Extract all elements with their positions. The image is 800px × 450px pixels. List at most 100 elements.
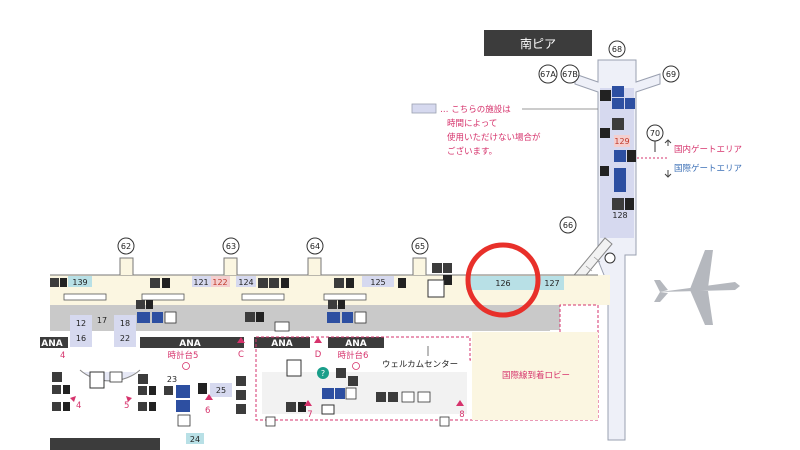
room-18-22-box: [114, 315, 136, 347]
shop-icon: [136, 300, 145, 309]
shop-icon: [258, 278, 268, 288]
shop-icon: [50, 278, 59, 287]
room-24: 24: [190, 435, 200, 444]
svg-text:66: 66: [563, 221, 573, 230]
svg-text:68: 68: [612, 45, 622, 54]
zone-arrows: [664, 139, 672, 178]
mail-icon: [321, 404, 335, 415]
shop-icon: [612, 198, 624, 210]
phone-icon: [600, 128, 610, 138]
room-12: 12: [76, 319, 86, 328]
shop-icon: [164, 386, 173, 395]
room-122: 122: [212, 278, 227, 287]
gate-67a: 67A: [538, 64, 558, 84]
legend-line-3: 使用いただけない場合が: [447, 132, 541, 143]
phone-icon: [338, 300, 345, 309]
gate-70: 70: [646, 124, 664, 152]
restroom-icon: [614, 150, 626, 162]
wheelchair-icon: [265, 416, 276, 427]
gate-69: 69: [662, 65, 680, 83]
gate-64: 64: [306, 237, 324, 255]
aed-icon: [336, 368, 346, 378]
ana-label-4: ANA: [345, 339, 366, 349]
ana-counter-3: [254, 337, 310, 348]
entrance-d: D: [315, 350, 322, 360]
shop-icon: [401, 391, 415, 403]
phone-icon: [281, 278, 289, 288]
entrance-7-arrow: [304, 400, 312, 406]
svg-text:65: 65: [415, 242, 425, 251]
aed-icon: [432, 263, 442, 273]
shop-icon: [376, 392, 386, 402]
concourse-icons-top: [50, 263, 452, 298]
elevator-icon: [89, 371, 105, 389]
room-122-box: [211, 276, 230, 287]
entrance-4-arrow: [70, 396, 76, 402]
gate-66: 66: [559, 216, 577, 234]
concourse-icons-mid: [136, 300, 367, 332]
shop-icon: [236, 390, 246, 400]
restroom-icon: [176, 385, 190, 398]
room-129: 129: [614, 137, 629, 146]
help-icon-glyph: ?: [321, 369, 325, 378]
shop-icon: [328, 300, 337, 309]
welcome-center-label: ウェルカムセンター: [382, 360, 458, 370]
airplane-icon: [654, 250, 740, 325]
ana-counter-2: [140, 337, 244, 348]
phone-icon: [627, 150, 636, 162]
svg-text:67A: 67A: [540, 70, 556, 79]
shop-icon: [286, 402, 296, 412]
room-25: 25: [216, 386, 226, 395]
room-127-box: [540, 276, 564, 290]
svg-text:62: 62: [121, 242, 131, 251]
wheelchair-icon: [176, 400, 190, 412]
arrival-lobby-label: 国際線到着ロビー: [502, 370, 570, 381]
phone-icon: [346, 278, 354, 288]
arrival-lobby: [472, 332, 598, 420]
pier-title: 南ピア: [520, 36, 556, 51]
wheelchair-icon: [342, 312, 353, 323]
room-126-box: [466, 276, 540, 290]
phone-icon: [600, 90, 611, 101]
phone-icon: [298, 402, 306, 412]
entrance-c: C: [238, 350, 244, 360]
phone-icon: [149, 386, 156, 395]
info-icon: [604, 252, 616, 264]
restroom-icon: [612, 86, 624, 97]
ana-label-3: ANA: [271, 339, 292, 349]
shop-icon: [417, 391, 431, 403]
clock-icon: [182, 362, 190, 370]
shop-icon: [388, 392, 398, 402]
phone-icon: [63, 402, 70, 411]
zone-domestic-label: 国内ゲートエリア: [674, 144, 742, 155]
elevator-icon: [286, 359, 302, 377]
room-18: 18: [120, 319, 130, 328]
shop-icon: [334, 278, 344, 288]
ana-label-1: ANA: [41, 339, 62, 349]
escalator-icon: [354, 311, 367, 324]
room-127: 127: [544, 279, 559, 288]
gate-62: 62: [117, 237, 135, 255]
gate-65: 65: [411, 237, 429, 255]
wheelchair-icon: [335, 388, 345, 399]
clock-tower-5: 時計台5: [168, 350, 199, 361]
shop-icon: [150, 278, 160, 288]
shop-icon: [52, 402, 61, 411]
entrance-5-arrow: [126, 396, 132, 402]
room-121-box: [192, 276, 211, 287]
legend-line-1: … こちらの施設は: [440, 104, 511, 115]
escalator-icon: [109, 371, 123, 383]
phone-icon: [146, 300, 153, 309]
shop-icon: [236, 404, 246, 414]
room-124-box: [236, 276, 256, 287]
escalator-icon: [164, 311, 177, 324]
lower-left-icons: [52, 372, 246, 427]
legend-swatch: [411, 103, 437, 114]
shop-icon: [138, 386, 147, 395]
room-23: 23: [167, 375, 177, 384]
shop-icon: [236, 376, 246, 386]
shop-icon: [138, 402, 147, 411]
room-139: 139: [72, 278, 87, 287]
pier-title-box: [484, 30, 592, 56]
